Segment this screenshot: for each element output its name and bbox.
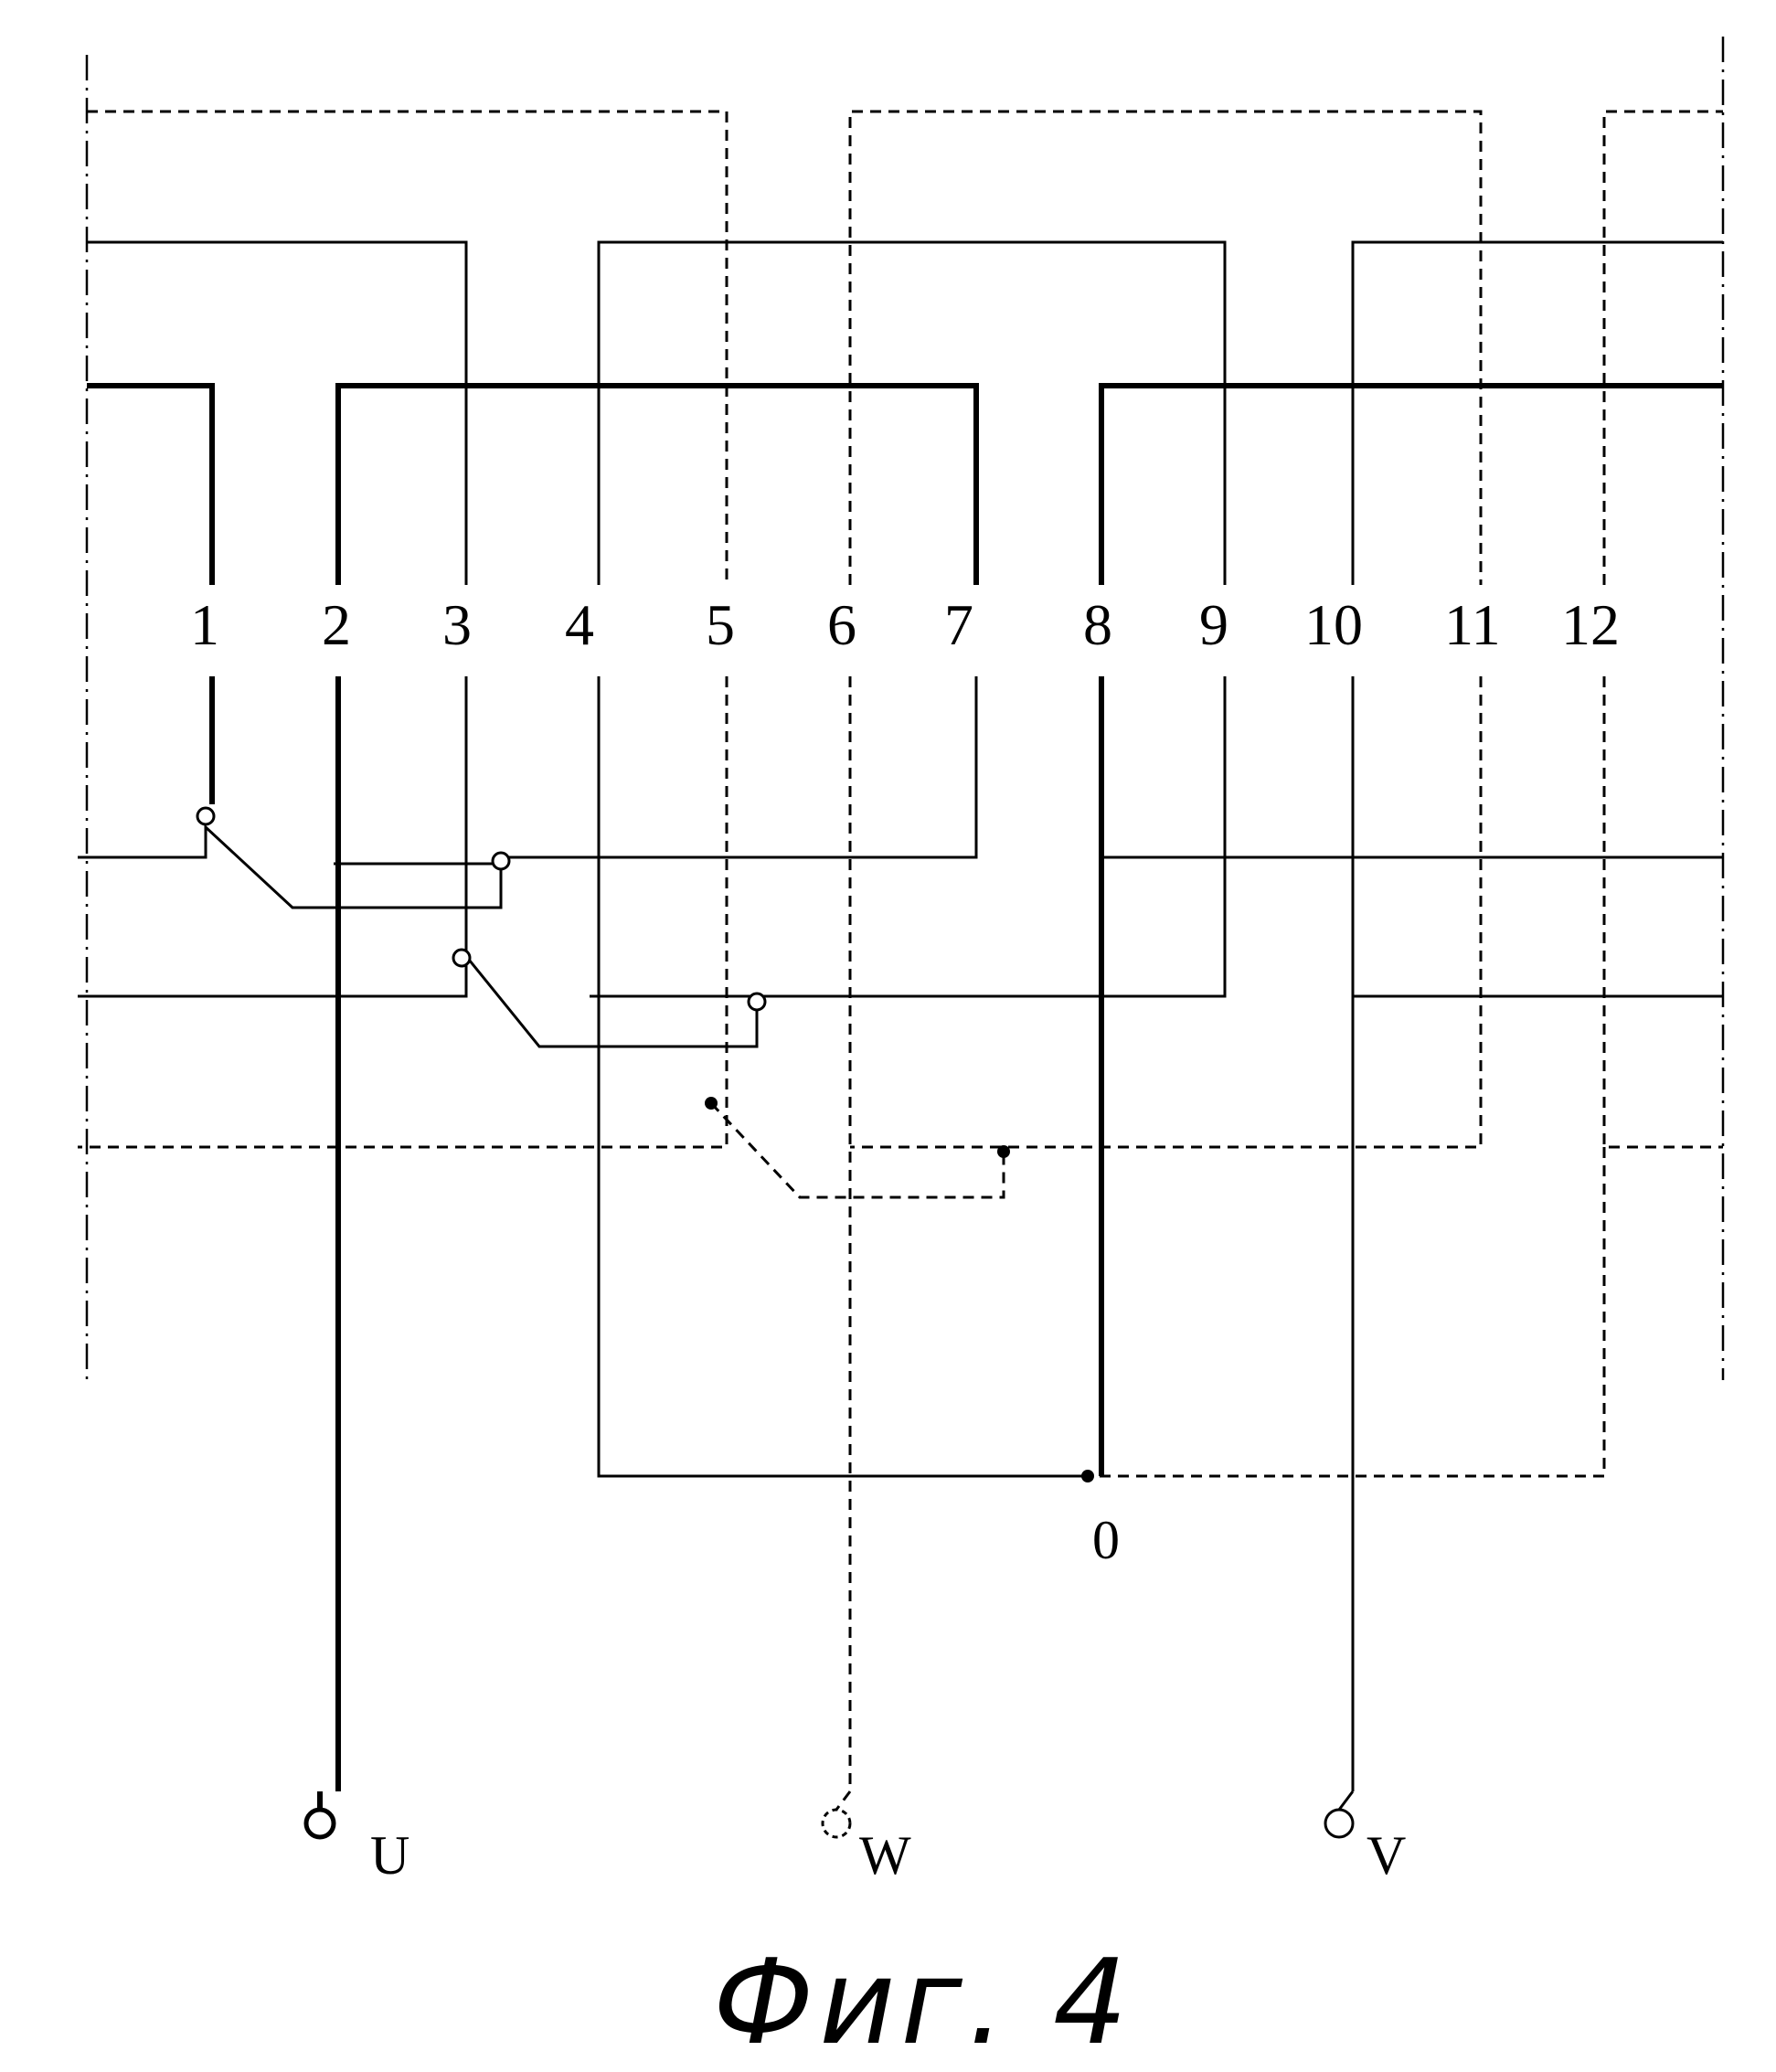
phase-w-top-span-a <box>87 110 728 585</box>
phase-w-slot5-lower <box>78 676 728 1149</box>
phase-v-jumper <box>460 950 759 1048</box>
phase-u-slot7-lower <box>501 676 978 859</box>
slot-number: 5 <box>706 592 735 657</box>
slot-number: 9 <box>1199 592 1228 657</box>
slot-number: 11 <box>1444 592 1501 657</box>
terminal-v-lead <box>1337 1790 1355 1811</box>
terminal-w-lead <box>835 1790 852 1811</box>
junction-slot7 <box>491 851 511 871</box>
phase-u-winding <box>87 383 1723 1791</box>
terminal-w <box>821 1808 852 1839</box>
slot-number: 12 <box>1561 592 1620 657</box>
junction-slot1 <box>196 806 216 826</box>
phase-u-top-span-b <box>335 383 979 585</box>
junction-slot3 <box>452 948 472 968</box>
phase-v-slot9-lower <box>590 676 1227 998</box>
phase-w-slot11-lower <box>850 676 1483 1149</box>
phase-u-jumper <box>78 823 503 909</box>
terminal-u <box>303 1807 336 1840</box>
phase-v-winding <box>78 240 1723 1791</box>
slot-numbers: 1 2 3 4 5 6 7 8 9 10 11 12 <box>190 592 1620 657</box>
slot-number: 6 <box>827 592 856 657</box>
phase-u-top-span-c <box>1099 383 1723 585</box>
terminal-v-label: V <box>1367 1825 1406 1886</box>
phase-v-slot3-lower <box>78 676 468 998</box>
junction-slot11 <box>997 1145 1010 1158</box>
terminal-v <box>1324 1808 1355 1839</box>
phase-w-jumper <box>709 1101 1005 1199</box>
slot-number: 3 <box>442 592 472 657</box>
phase-w-slot12-lower-a <box>1602 676 1723 1149</box>
phase-v-top-span-c <box>1351 240 1723 585</box>
slot-number: 8 <box>1083 592 1112 657</box>
figure-caption: Фиг. 4 <box>713 1935 1133 2071</box>
phase-w-top-span-c <box>1602 110 1723 585</box>
phase-w-slot12-lower-b <box>1088 1147 1606 1478</box>
neutral-junction <box>1081 1470 1094 1482</box>
phase-w-winding <box>78 110 1723 1791</box>
junction-slot5 <box>705 1097 718 1110</box>
phase-w-top-span-b <box>848 110 1483 585</box>
phase-v-top-span-b <box>597 240 1227 585</box>
phase-u-top-span-a <box>87 383 215 585</box>
slot-number: 2 <box>322 592 351 657</box>
slot-number: 4 <box>565 592 594 657</box>
phase-v-top-span-a <box>87 240 468 585</box>
slot-number: 1 <box>190 592 219 657</box>
neutral-label: 0 <box>1092 1510 1120 1570</box>
phase-v-slot4-lower <box>597 676 1088 1478</box>
terminal-u-label: U <box>370 1825 409 1886</box>
terminal-w-label: W <box>859 1825 911 1886</box>
slot-number: 7 <box>944 592 973 657</box>
slot-number: 10 <box>1304 592 1363 657</box>
junction-slot9 <box>747 992 767 1012</box>
